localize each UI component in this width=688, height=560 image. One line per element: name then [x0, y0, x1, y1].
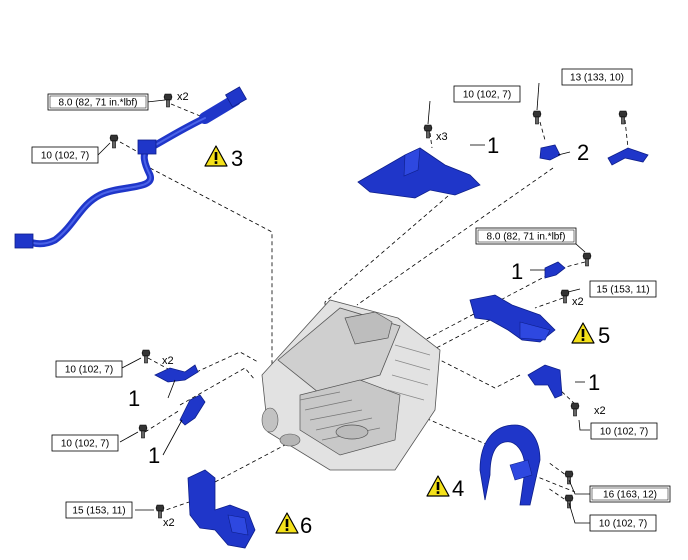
- quantity-label: x2: [163, 517, 175, 529]
- torque-label-text: 10 (102, 7): [600, 427, 648, 438]
- torque-label-text: 10 (102, 7): [61, 439, 109, 450]
- bracket-part-1-middle: [527, 364, 563, 399]
- clip-right-top: [607, 147, 649, 166]
- torque-label: 10 (102, 7): [453, 85, 521, 103]
- torque-label: 15 (153, 11): [589, 280, 657, 298]
- bracket-part-6: [187, 469, 256, 549]
- leader-lines: [97, 82, 590, 524]
- torque-spec-labels: 8.0 (82, 71 in.*lbf) 10 (102, 7) 10 (102…: [31, 68, 671, 532]
- quantity-label: x2: [177, 91, 189, 103]
- torque-label-text: 10 (102, 7): [41, 151, 89, 162]
- callout-number: 1: [511, 259, 523, 284]
- inverter-assembly: [261, 299, 441, 471]
- torque-label-text: 8.0 (82, 71 in.*lbf): [59, 98, 138, 109]
- torque-label-text: 10 (102, 7): [599, 519, 647, 530]
- callout-number: 1: [487, 133, 499, 158]
- callout-number: 3: [231, 146, 243, 171]
- bracket-part-5: [469, 294, 556, 343]
- clip-part-1-left-lower: [179, 394, 206, 426]
- bracket-part-1-top: [357, 147, 481, 199]
- torque-label: 10 (102, 7): [589, 514, 657, 532]
- quantity-labels: x2 x3 x2 x2 x2 x2: [162, 91, 606, 529]
- bracket-part-4: [479, 424, 541, 506]
- torque-label-text: 15 (153, 11): [72, 506, 125, 517]
- quantity-label: x2: [162, 355, 174, 367]
- torque-label-text: 8.0 (82, 71 in.*lbf): [487, 232, 566, 243]
- torque-label-text: 15 (153, 11): [596, 285, 649, 296]
- torque-label: 10 (102, 7): [51, 434, 119, 452]
- torque-label: 13 (133, 10): [561, 68, 633, 86]
- torque-label: 15 (153, 11): [65, 501, 133, 519]
- callout-number: 1: [128, 386, 140, 411]
- torque-label-text: 13 (133, 10): [570, 73, 624, 84]
- quantity-label: x2: [594, 405, 606, 417]
- clip-part-1-right: [544, 261, 566, 279]
- callout-numbers: 3 1 2 1 5 1 1 1 4 6: [128, 133, 610, 538]
- callout-number: 4: [452, 476, 464, 501]
- torque-label: 10 (102, 7): [31, 146, 99, 164]
- callout-number: 5: [598, 323, 610, 348]
- torque-label: 10 (102, 7): [590, 422, 658, 440]
- callout-number: 1: [588, 370, 600, 395]
- callout-number: 2: [577, 140, 589, 165]
- torque-label: 16 (163, 12): [589, 485, 671, 503]
- quantity-label: x2: [572, 296, 584, 308]
- callout-number: 6: [300, 513, 312, 538]
- torque-label-text: 10 (102, 7): [65, 365, 113, 376]
- cable-assembly-part-3: [14, 86, 247, 249]
- torque-label: 8.0 (82, 71 in.*lbf): [47, 93, 149, 111]
- quantity-label: x3: [436, 131, 448, 143]
- clip-part-2: [539, 144, 561, 161]
- callout-number: 1: [148, 443, 160, 468]
- clip-part-1-left-upper: [154, 364, 199, 383]
- torque-label: 8.0 (82, 71 in.*lbf): [475, 227, 577, 245]
- torque-label-text: 10 (102, 7): [463, 90, 511, 101]
- torque-label: 10 (102, 7): [55, 360, 123, 378]
- torque-label-text: 16 (163, 12): [603, 490, 657, 501]
